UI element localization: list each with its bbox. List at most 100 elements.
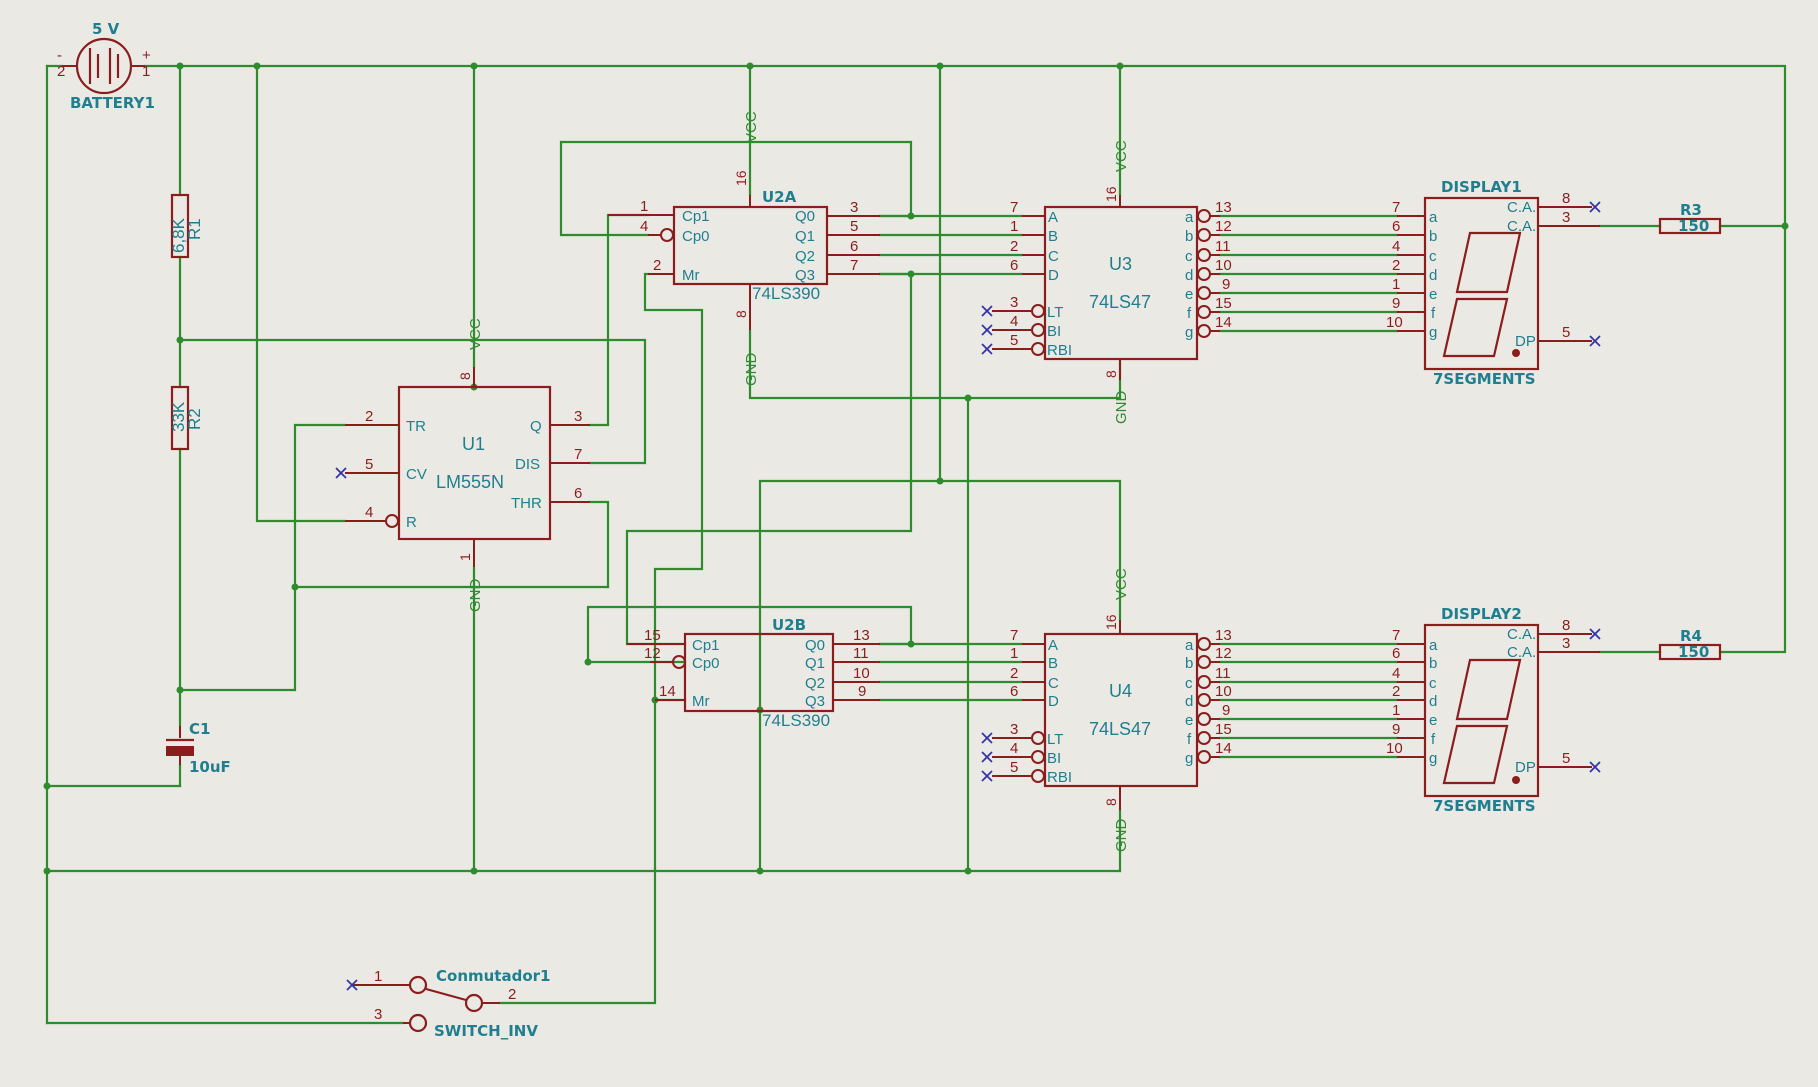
u2a-pin-cp1: Cp1	[682, 208, 710, 225]
battery-pin-plus: 1	[142, 63, 150, 80]
u1-pin-cv: CV	[406, 466, 427, 483]
u3-ref: U3	[1109, 254, 1132, 274]
display1-pin-ca1: C.A.	[1507, 199, 1536, 216]
u2b-num-q1: 11	[853, 645, 869, 662]
u4-num-c: 2	[1010, 665, 1018, 682]
display1-pin-e: e	[1429, 286, 1437, 303]
r1-ref: R1	[185, 218, 204, 240]
u1-pin-dis: DIS	[515, 456, 540, 473]
u3-num-lt: 3	[1010, 294, 1018, 311]
display2-pin-f: f	[1431, 731, 1436, 748]
display2-num-ca2: 3	[1562, 635, 1570, 652]
display1-num-c: 4	[1392, 238, 1400, 255]
switch-value: SWITCH_INV	[434, 1022, 538, 1040]
u2a-pin-q1: Q1	[795, 228, 815, 245]
display1-pin-b: b	[1429, 228, 1437, 245]
battery-sign-minus: -	[57, 47, 62, 64]
u4-pin-oc: c	[1185, 675, 1193, 692]
display1-pin-f: f	[1431, 305, 1436, 322]
u4-num-ob: 12	[1215, 645, 1232, 662]
u4-vcc-label: VCC	[1113, 568, 1130, 600]
switch-ref: Conmutador1	[436, 967, 550, 985]
r4-value: 150	[1678, 643, 1709, 661]
battery-pin-minus: 2	[57, 63, 65, 80]
u4-num-b: 1	[1010, 645, 1018, 662]
u1-pin-thr: THR	[511, 495, 542, 512]
u3-pin-a: A	[1048, 209, 1058, 226]
display2-value: 7SEGMENTS	[1433, 797, 1536, 815]
u4-num-lt: 3	[1010, 721, 1018, 738]
r4-ref: R4	[1680, 627, 1702, 645]
display2-7segment: a b c d e f g C.A. C.A. DP 7 6 4 2 1 9 1…	[1386, 605, 1601, 815]
display1-num-b: 6	[1392, 218, 1400, 235]
display1-ref: DISPLAY1	[1441, 178, 1522, 196]
u2a-value: 74LS390	[752, 284, 820, 303]
display1-pin-d: d	[1429, 267, 1437, 284]
u3-pin-lt: LT	[1047, 304, 1063, 321]
r2-value: 33K	[169, 401, 188, 432]
display2-num-c: 4	[1392, 665, 1400, 682]
u2b-value: 74LS390	[762, 711, 830, 730]
u3-num-a: 7	[1010, 199, 1018, 216]
display1-num-ca2: 3	[1562, 209, 1570, 226]
u4-num-oe: 9	[1222, 702, 1230, 719]
u4-num-og: 14	[1215, 740, 1232, 757]
u2b-num-q3: 9	[858, 683, 866, 700]
u4-num-vcc: 16	[1103, 614, 1119, 630]
u3-num-bi: 4	[1010, 313, 1018, 330]
u4-num-od: 10	[1215, 683, 1232, 700]
u4-num-a: 7	[1010, 627, 1018, 644]
r3-ref: R3	[1680, 201, 1702, 219]
u3-pin-rbi: RBI	[1047, 342, 1072, 359]
u4-num-gnd: 8	[1103, 798, 1119, 806]
u3-num-oe: 9	[1222, 276, 1230, 293]
u3-num-vcc: 16	[1103, 186, 1119, 202]
display2-num-dp: 5	[1562, 750, 1570, 767]
u4-pin-a: A	[1048, 637, 1058, 654]
u4-pin-bi: BI	[1047, 750, 1061, 767]
u1-num-cv: 5	[365, 456, 373, 473]
battery-value: 5 V	[92, 20, 120, 38]
u3-pin-oa: a	[1185, 209, 1194, 226]
u3-vcc-label: VCC	[1113, 140, 1130, 172]
display2-pin-ca1: C.A.	[1507, 626, 1536, 643]
display2-ref: DISPLAY2	[1441, 605, 1522, 623]
display2-pin-ca2: C.A.	[1507, 644, 1536, 661]
u4-pin-oe: e	[1185, 712, 1193, 729]
display1-num-g: 10	[1386, 314, 1403, 331]
u2b-pin-q1: Q1	[805, 655, 825, 672]
c1-value: 10uF	[189, 758, 231, 776]
u4-pin-od: d	[1185, 693, 1193, 710]
u3-num-og: 14	[1215, 314, 1232, 331]
display1-num-ca1: 8	[1562, 190, 1570, 207]
u2a-num-cp1: 1	[640, 198, 648, 215]
switch-num-2: 2	[508, 986, 516, 1003]
u1-num-tr: 2	[365, 408, 373, 425]
u2b-pin-mr: Mr	[692, 693, 710, 710]
u3-num-c: 2	[1010, 238, 1018, 255]
display1-pin-g: g	[1429, 324, 1437, 341]
battery: 5 V BATTERY1 2 1 - +	[57, 20, 155, 112]
u3-num-ob: 12	[1215, 218, 1232, 235]
u3-num-of: 15	[1215, 295, 1232, 312]
u2b-num-q2: 10	[853, 665, 870, 682]
switch-num-1: 1	[374, 968, 382, 985]
u1-num-gnd: 1	[457, 553, 473, 561]
u3-pin-oe: e	[1185, 286, 1193, 303]
chip-u3-74ls47: A B C D LT BI RBI a b c d e f g 7 1 2 6 …	[981, 140, 1232, 424]
display2-pin-c: c	[1429, 675, 1437, 692]
display2-num-d: 2	[1392, 683, 1400, 700]
u4-pin-d: D	[1048, 693, 1059, 710]
u3-num-oc: 11	[1215, 238, 1231, 255]
switch-num-3: 3	[374, 1006, 382, 1023]
r3-value: 150	[1678, 217, 1709, 235]
u3-pin-og: g	[1185, 324, 1193, 341]
chip-u2b-74ls390: Cp1 Cp0 Mr Q0 Q1 Q2 Q3 15 12 14 13 11 10…	[627, 616, 880, 730]
u1-num-r: 4	[365, 504, 373, 521]
chip-u4-74ls47: A B C D LT BI RBI a b c d e f g 7 1 2 6 …	[981, 568, 1232, 852]
u2b-pin-q3: Q3	[805, 693, 825, 710]
c1-ref: C1	[189, 720, 210, 738]
u1-pin-r: R	[406, 514, 417, 531]
